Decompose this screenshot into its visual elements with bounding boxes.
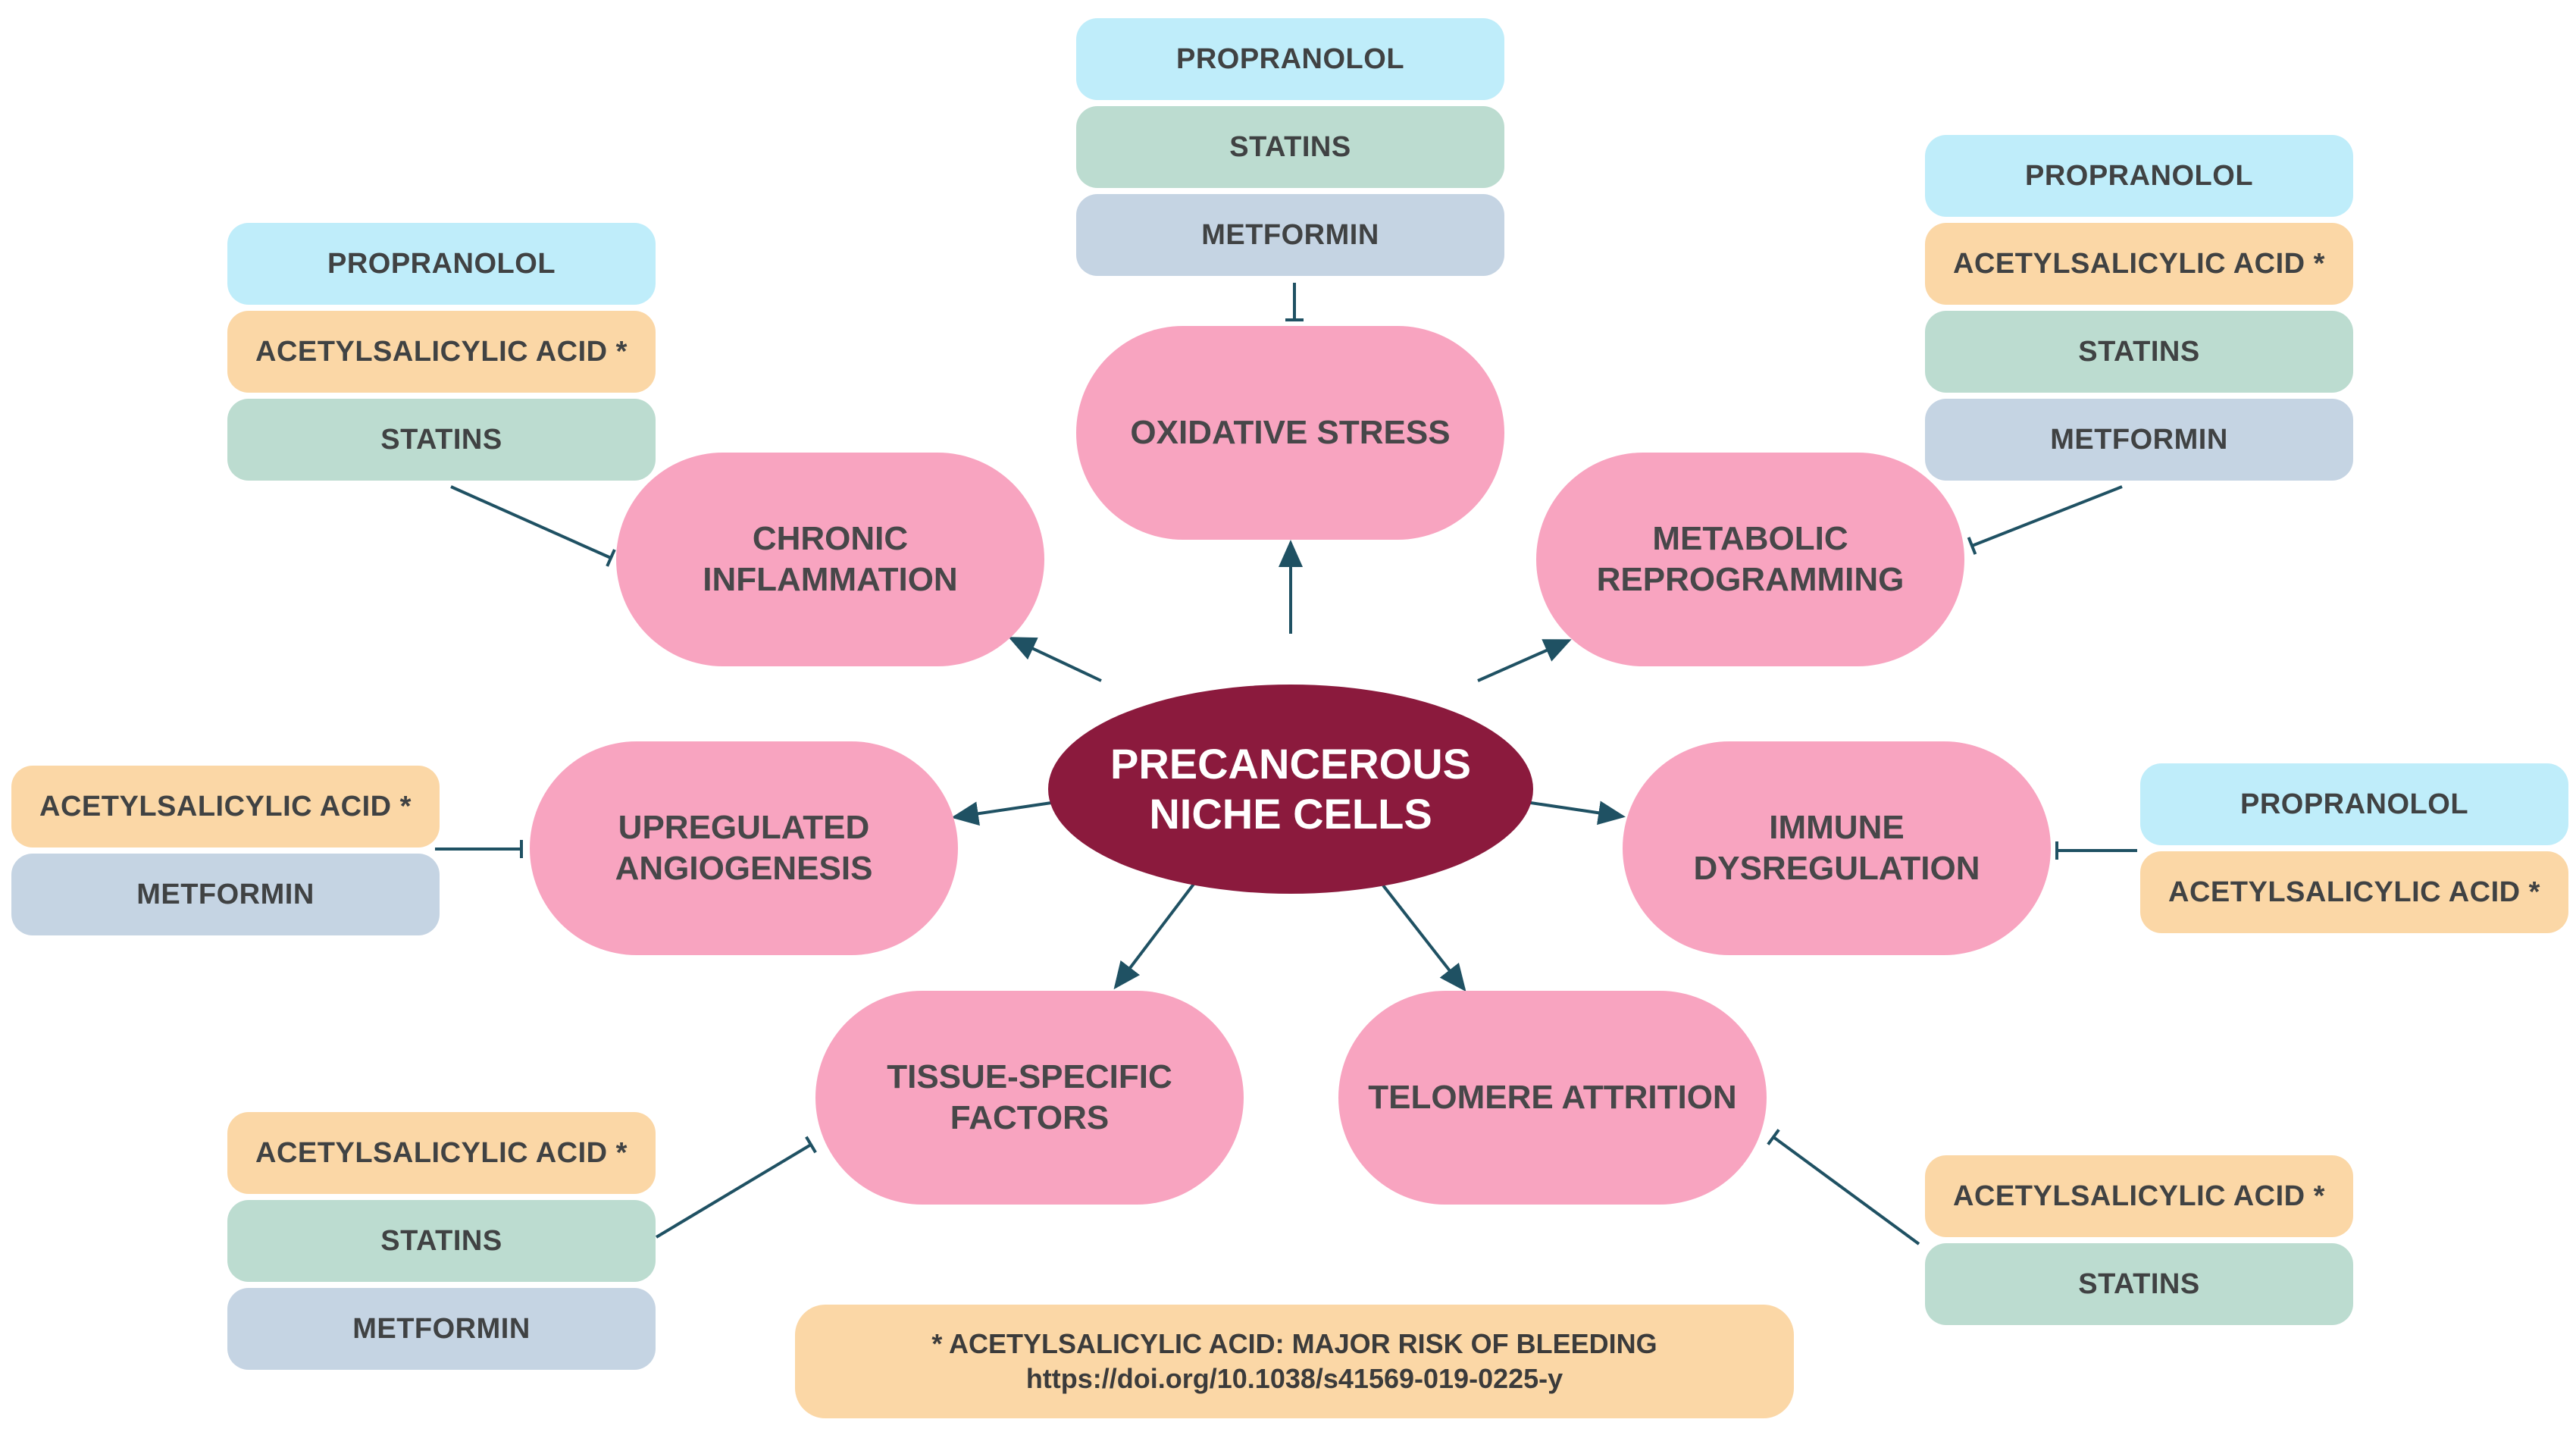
drug-aspirin-tissue-specific-factors: ACETYLSALICYLIC ACID * (227, 1112, 656, 1194)
drug-propranolol-chronic-inflammation: PROPRANOLOL (227, 223, 656, 305)
center-node-precancerous-niche-cells: PRECANCEROUS NICHE CELLS (1048, 685, 1533, 894)
process-node-tissue-specific-factors: TISSUE-SPECIFIC FACTORS (815, 991, 1244, 1205)
drug-statins-oxidative-stress: STATINS (1076, 106, 1504, 188)
drug-metformin-oxidative-stress: METFORMIN (1076, 194, 1504, 276)
inhibition-tissue-specific-factors (655, 1136, 817, 1239)
process-node-chronic-inflammation: CHRONIC INFLAMMATION (616, 453, 1044, 666)
arrow-to-tissue-specific-factors (1113, 882, 1196, 990)
arrow-to-immune-dysregulation (1525, 801, 1626, 826)
inhibition-oxidative-stress (1285, 283, 1304, 321)
arrow-to-metabolic-reprogramming (1477, 639, 1572, 682)
inhibition-bar (1967, 537, 1977, 555)
drug-metformin-upregulated-angiogenesis: METFORMIN (11, 854, 440, 935)
process-node-oxidative-stress: OXIDATIVE STRESS (1076, 326, 1504, 540)
inhibition-bar (606, 549, 616, 567)
process-node-metabolic-reprogramming: METABOLIC REPROGRAMMING (1536, 453, 1964, 666)
drug-statins-telomere-attrition: STATINS (1925, 1243, 2353, 1325)
drug-metformin-metabolic-reprogramming: METFORMIN (1925, 399, 2353, 481)
drug-aspirin-telomere-attrition: ACETYLSALICYLIC ACID * (1925, 1155, 2353, 1237)
footnote-warning: * ACETYLSALICYLIC ACID: MAJOR RISK OF BL… (931, 1328, 1657, 1359)
drug-propranolol-immune-dysregulation: PROPRANOLOL (2140, 763, 2568, 845)
drug-aspirin-immune-dysregulation: ACETYLSALICYLIC ACID * (2140, 851, 2568, 933)
arrow-to-telomere-attrition (1382, 884, 1466, 992)
footnote-doi-link[interactable]: https://doi.org/10.1038/s41569-019-0225-… (1025, 1363, 1563, 1394)
footnote-box: * ACETYLSALICYLIC ACID: MAJOR RISK OF BL… (795, 1305, 1794, 1418)
inhibition-bar (805, 1136, 817, 1154)
drug-statins-tissue-specific-factors: STATINS (227, 1200, 656, 1282)
inhibition-upregulated-angiogenesis (435, 840, 523, 858)
process-node-upregulated-angiogenesis: UPREGULATED ANGIOGENESIS (530, 741, 958, 955)
arrow-to-chronic-inflammation (1008, 637, 1102, 682)
drug-statins-metabolic-reprogramming: STATINS (1925, 311, 2353, 393)
arrow-to-upregulated-angiogenesis (951, 801, 1057, 826)
inhibition-immune-dysregulation (2055, 841, 2137, 860)
inhibition-bar (1767, 1129, 1780, 1145)
drug-aspirin-metabolic-reprogramming: ACETYLSALICYLIC ACID * (1925, 223, 2353, 305)
process-node-telomere-attrition: TELOMERE ATTRITION (1338, 991, 1767, 1205)
inhibition-metabolic-reprogramming (1967, 485, 2123, 555)
drug-aspirin-upregulated-angiogenesis: ACETYLSALICYLIC ACID * (11, 766, 440, 848)
drug-propranolol-oxidative-stress: PROPRANOLOL (1076, 18, 1504, 100)
drug-metformin-tissue-specific-factors: METFORMIN (227, 1288, 656, 1370)
inhibition-telomere-attrition (1767, 1129, 1920, 1245)
process-node-immune-dysregulation: IMMUNE DYSREGULATION (1623, 741, 2051, 955)
inhibition-chronic-inflammation (450, 485, 616, 567)
drug-statins-chronic-inflammation: STATINS (227, 399, 656, 481)
drug-aspirin-chronic-inflammation: ACETYLSALICYLIC ACID * (227, 311, 656, 393)
drug-propranolol-metabolic-reprogramming: PROPRANOLOL (1925, 135, 2353, 217)
